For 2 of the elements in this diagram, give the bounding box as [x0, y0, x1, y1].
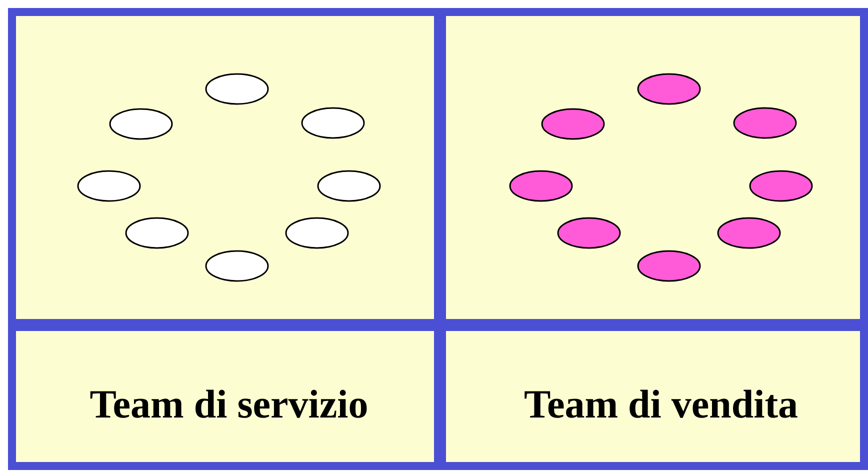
- team-label: Team di vendita: [524, 380, 798, 428]
- team-label: Team di servizio: [90, 380, 368, 428]
